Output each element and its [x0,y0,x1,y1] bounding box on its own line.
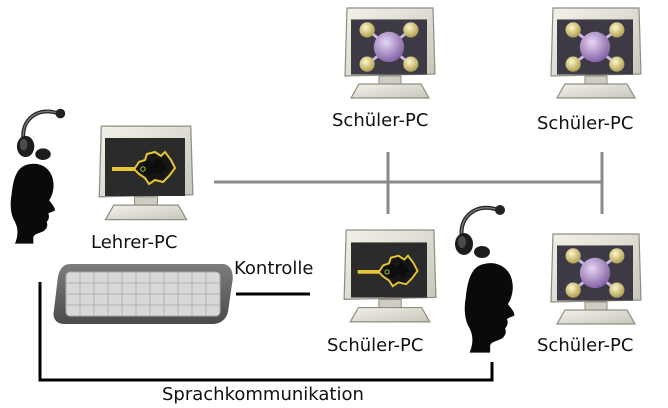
fractal-screen-icon [351,241,427,299]
voice-communication-line [38,282,494,382]
student-pc-top-left-label: Schüler-PC [332,110,429,131]
control-label: Kontrolle [234,258,314,279]
student-pc-bottom-left-monitor-icon [343,229,437,323]
student-pc-bottom-right-label: Schüler-PC [537,335,634,356]
fractal-screen-icon [104,138,186,196]
student-head-silhouette-icon [464,263,515,353]
teacher-head-silhouette-icon [10,163,56,244]
student-pc-top-right-monitor-icon [550,7,642,99]
teacher-pc-monitor-icon [98,125,194,221]
molecule-screen-icon [557,19,633,75]
student-pc-bottom-right-monitor-icon [550,233,642,325]
teacher-headset-icon [17,109,65,160]
molecule-screen-icon [351,19,427,75]
student-pc-bottom-left-label: Schüler-PC [327,335,424,356]
keyboard-icon [53,264,233,324]
network-lines [214,152,604,214]
molecule-screen-icon [557,245,633,301]
student-pc-top-left-monitor-icon [344,7,436,99]
student-headset-icon [455,205,505,258]
teacher-pc-label: Lehrer-PC [91,232,178,253]
student-pc-top-right-label: Schüler-PC [537,113,634,134]
voice-communication-label: Sprachkommunikation [162,384,364,405]
